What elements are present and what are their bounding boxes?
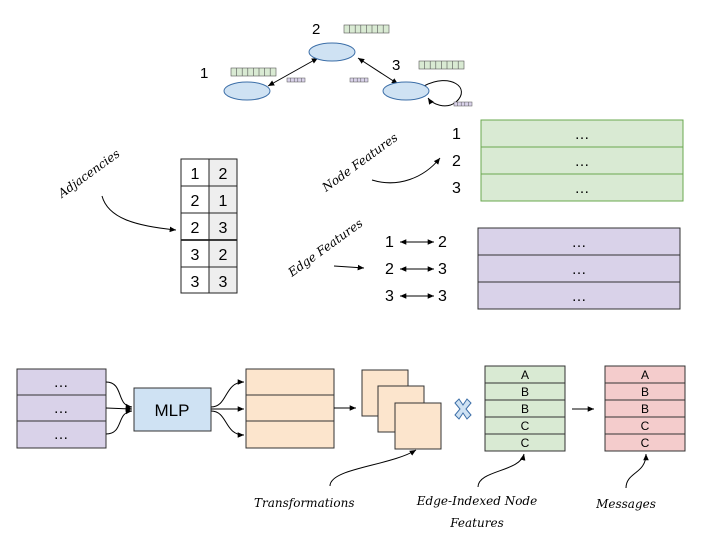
edge-feature-cell: … (572, 234, 587, 251)
edge-feature-cell: … (572, 288, 587, 305)
adjacency-cell: 3 (191, 247, 200, 264)
flow-arrow (210, 410, 245, 438)
adjacency-cell: 2 (191, 220, 200, 237)
node-features-section: Node Features 1 2 3 … … … (319, 119, 684, 202)
graph: 1 2 3 (200, 21, 473, 107)
graph-node-3 (382, 81, 430, 101)
adjacency-cell: 1 (191, 166, 200, 183)
flow-arrow (105, 405, 133, 412)
edge-to: 3 (438, 261, 447, 278)
node-features-label: Node Features (319, 130, 401, 195)
mlp-label: MLP (155, 401, 190, 420)
node-features-arrow (371, 157, 441, 184)
node-feature-vector-icon (418, 60, 465, 70)
messages-table (604, 365, 686, 452)
graph-edge-1-2 (267, 57, 319, 87)
edge-indexed-cell: C (521, 436, 530, 450)
pipeline: … … … MLP Transformations (16, 365, 686, 530)
multiply-icon (454, 398, 472, 420)
node-feature-cell: … (575, 126, 590, 143)
edge-from: 3 (385, 288, 394, 305)
adjacency-cell: 3 (219, 220, 228, 237)
edge-to: 2 (438, 234, 447, 251)
node-feature-cell: … (575, 153, 590, 170)
mlp-output-table (245, 368, 335, 449)
message-cell: B (641, 402, 649, 416)
node-feature-id: 3 (452, 180, 461, 197)
transformations-stack (361, 369, 442, 450)
graph-node-2 (308, 42, 356, 62)
flow-arrow (105, 408, 133, 435)
edge-feature-vector-icon (453, 101, 473, 107)
graph-edge-2-3 (357, 57, 399, 85)
adjacencies-section: Adjacencies 1 2 2 1 2 3 3 2 3 3 (55, 146, 238, 294)
adjacency-cell: 2 (219, 166, 228, 183)
message-cell: B (641, 385, 649, 399)
adjacency-cell: 3 (219, 274, 228, 291)
pipeline-input-cell: … (54, 400, 69, 417)
graph-node-3-label: 3 (392, 57, 400, 74)
messages-label: Messages (595, 497, 656, 511)
adjacency-cell: 3 (191, 274, 200, 291)
message-cell: C (641, 419, 650, 433)
node-feature-id: 2 (452, 153, 461, 170)
edge-feature-cell: … (572, 261, 587, 278)
edge-indexed-label-line2: Features (449, 516, 503, 530)
mlp-box (133, 387, 212, 432)
edge-features-section: Edge Features 1 2 2 3 3 3 … … … (285, 216, 681, 310)
edge-feature-vector-icon (349, 77, 369, 83)
flow-arrow (210, 379, 245, 408)
transformations-pointer (329, 449, 417, 487)
node-features-table (480, 119, 684, 202)
message-cell: A (641, 368, 649, 382)
edge-indexed-node-features-table (484, 365, 566, 452)
flow-arrow (105, 381, 133, 410)
pipeline-input-cell: … (54, 374, 69, 391)
edge-features-arrow (333, 264, 365, 271)
transformations-label: Transformations (254, 496, 355, 510)
adjacency-table (180, 158, 238, 294)
message-cell: C (641, 436, 650, 450)
messages-pointer (625, 453, 649, 489)
adjacency-cell: 2 (191, 193, 200, 210)
graph-node-1 (223, 81, 271, 101)
node-feature-id: 1 (452, 126, 461, 143)
edge-indexed-label-line1: Edge-Indexed Node (416, 494, 537, 508)
edge-indexed-cell: B (521, 402, 529, 416)
edge-indexed-pointer (477, 453, 526, 488)
edge-from: 2 (385, 261, 394, 278)
edge-features-table (477, 227, 681, 310)
graph-node-2-label: 2 (312, 21, 320, 38)
edge-features-label: Edge Features (285, 216, 366, 280)
graph-node-1-label: 1 (200, 65, 208, 82)
edge-to: 3 (438, 288, 447, 305)
edge-from: 1 (385, 234, 394, 251)
node-feature-cell: … (575, 180, 590, 197)
adjacencies-arrow (101, 195, 177, 233)
adjacencies-label: Adjacencies (55, 146, 123, 201)
edge-feature-vector-icon (286, 77, 306, 83)
node-feature-vector-icon (230, 67, 277, 77)
edge-indexed-cell: A (521, 368, 529, 382)
edge-indexed-cell: C (521, 419, 530, 433)
pipeline-input-cell: … (54, 426, 69, 443)
adjacency-cell: 2 (219, 247, 228, 264)
adjacency-cell: 1 (219, 193, 228, 210)
node-feature-vector-icon (343, 24, 390, 34)
edge-indexed-cell: B (521, 385, 529, 399)
